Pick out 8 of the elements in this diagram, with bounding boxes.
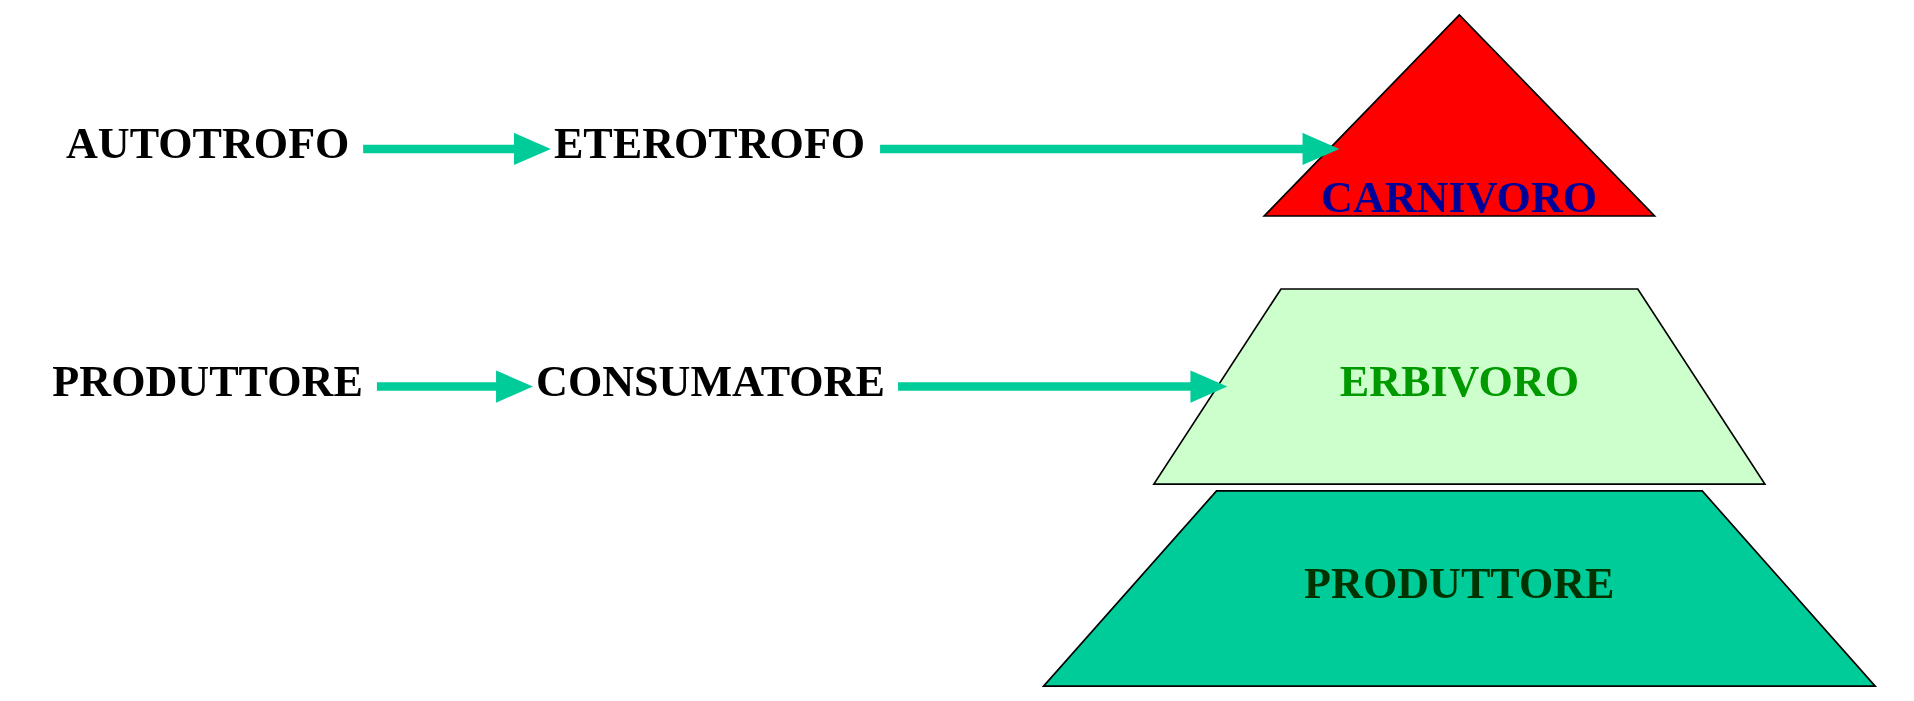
- node-text: ETEROTROFO: [553, 118, 866, 168]
- arrow: [363, 132, 551, 166]
- arrow: [880, 132, 1340, 166]
- arrow: [898, 370, 1228, 403]
- node-text: AUTOTROFO: [65, 118, 350, 168]
- arrow: [376, 370, 533, 403]
- node-text: CONSUMATORE: [536, 356, 885, 406]
- node-text: PRODUTTORE: [52, 356, 363, 406]
